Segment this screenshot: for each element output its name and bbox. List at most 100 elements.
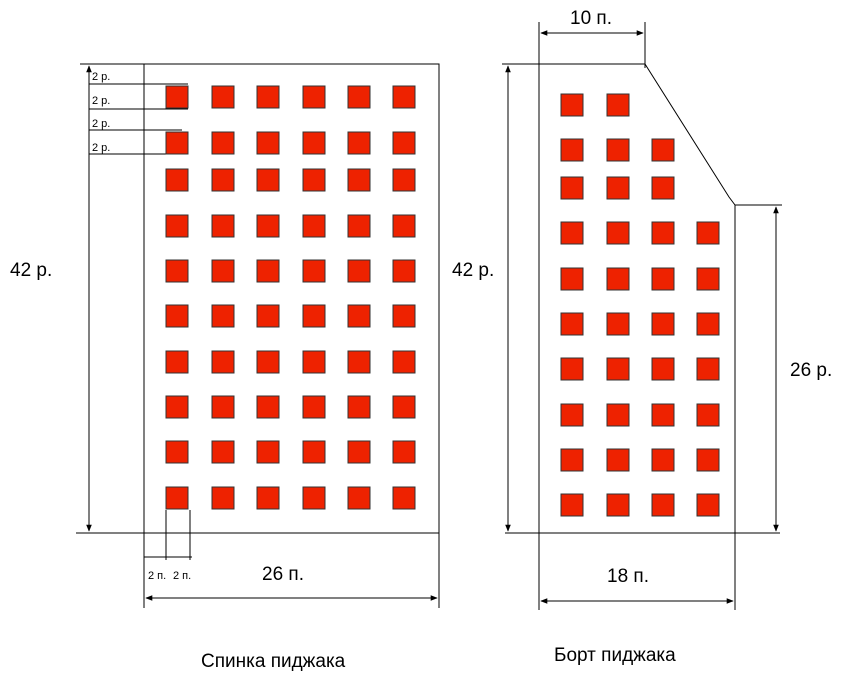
marker-square [165, 350, 189, 374]
marker-square [302, 486, 326, 510]
marker-square [347, 304, 371, 328]
marker-square [302, 168, 326, 192]
marker-square [211, 304, 235, 328]
marker-square [256, 486, 280, 510]
marker-square [165, 440, 189, 464]
marker-square [347, 350, 371, 374]
marker-square [651, 221, 675, 245]
marker-square [211, 131, 235, 155]
back-piece: 42 р. 2 р. 2 р. 2 р. 2 р. 2 п. 2 п. 26 п… [10, 63, 440, 672]
marker-square [165, 85, 189, 109]
marker-square [696, 267, 720, 291]
col-step-label: 2 п. [173, 570, 191, 582]
marker-square [560, 493, 584, 517]
marker-square [560, 221, 584, 245]
marker-square [560, 312, 584, 336]
marker-square [606, 312, 630, 336]
marker-square [256, 85, 280, 109]
marker-square [165, 486, 189, 510]
marker-square [302, 350, 326, 374]
back-square-grid [165, 85, 416, 510]
marker-square [347, 395, 371, 419]
row-step-label: 2 р. [92, 118, 110, 130]
marker-square [165, 259, 189, 283]
marker-square [560, 93, 584, 117]
marker-square [392, 395, 416, 419]
marker-square [651, 176, 675, 200]
marker-square [392, 131, 416, 155]
marker-square [560, 138, 584, 162]
marker-square [696, 357, 720, 381]
marker-square [560, 357, 584, 381]
marker-square [392, 440, 416, 464]
marker-square [211, 350, 235, 374]
front-square-grid [560, 93, 720, 517]
marker-square [211, 259, 235, 283]
marker-square [256, 168, 280, 192]
marker-square [165, 131, 189, 155]
marker-square [606, 221, 630, 245]
marker-square [347, 214, 371, 238]
marker-square [696, 448, 720, 472]
marker-square [392, 168, 416, 192]
marker-square [651, 357, 675, 381]
marker-square [347, 168, 371, 192]
marker-square [302, 214, 326, 238]
front-side-label: 26 р. [790, 360, 832, 381]
row-step-label: 2 р. [92, 142, 110, 154]
back-row-steps: 2 р. 2 р. 2 р. 2 р. [89, 71, 188, 155]
marker-square [392, 486, 416, 510]
marker-square [392, 304, 416, 328]
col-step-label: 2 п. [148, 570, 166, 582]
marker-square [302, 259, 326, 283]
front-piece: 10 п. 42 р. 26 р. 18 п. Борт пиджака [452, 8, 832, 666]
marker-square [256, 304, 280, 328]
marker-square [165, 304, 189, 328]
back-caption: Спинка пиджака [201, 651, 346, 672]
marker-square [560, 403, 584, 427]
marker-square [606, 267, 630, 291]
marker-square [256, 395, 280, 419]
marker-square [392, 350, 416, 374]
front-height-label: 42 р. [452, 260, 494, 281]
marker-square [347, 486, 371, 510]
marker-square [211, 168, 235, 192]
marker-square [165, 214, 189, 238]
marker-square [651, 448, 675, 472]
marker-square [392, 214, 416, 238]
marker-square [651, 403, 675, 427]
marker-square [651, 493, 675, 517]
marker-square [651, 312, 675, 336]
back-height-label: 42 р. [10, 260, 52, 281]
marker-square [606, 176, 630, 200]
front-top-label: 10 п. [570, 8, 612, 29]
marker-square [211, 85, 235, 109]
marker-square [696, 493, 720, 517]
marker-square [606, 493, 630, 517]
marker-square [696, 403, 720, 427]
marker-square [560, 267, 584, 291]
marker-square [606, 403, 630, 427]
marker-square [606, 448, 630, 472]
marker-square [211, 395, 235, 419]
marker-square [256, 214, 280, 238]
marker-square [165, 168, 189, 192]
marker-square [211, 214, 235, 238]
back-width-label: 26 п. [262, 564, 304, 585]
front-width-label: 18 п. [607, 566, 649, 587]
front-caption: Борт пиджака [554, 645, 676, 666]
marker-square [560, 176, 584, 200]
marker-square [165, 395, 189, 419]
marker-square [302, 440, 326, 464]
marker-square [256, 350, 280, 374]
marker-square [560, 448, 584, 472]
marker-square [606, 357, 630, 381]
marker-square [302, 304, 326, 328]
marker-square [302, 85, 326, 109]
marker-square [302, 131, 326, 155]
marker-square [256, 259, 280, 283]
marker-square [347, 85, 371, 109]
row-step-label: 2 р. [92, 71, 110, 83]
marker-square [606, 93, 630, 117]
marker-square [347, 440, 371, 464]
